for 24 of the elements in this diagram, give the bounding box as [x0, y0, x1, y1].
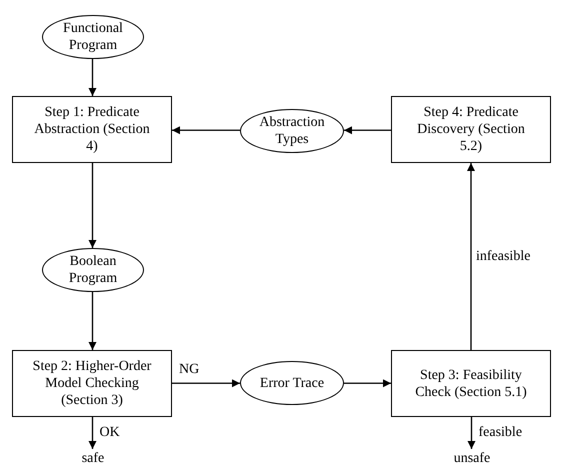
arrow	[88, 59, 96, 96]
process-box	[12, 350, 172, 417]
arrow	[467, 163, 475, 350]
arrow	[172, 126, 240, 134]
node-label: Step 2: Higher-Order Model Checking (Section 3)	[32, 358, 152, 409]
node-label: Error Trace	[260, 374, 324, 392]
arrow	[344, 126, 391, 134]
process-box	[12, 96, 172, 163]
arrow	[468, 417, 476, 449]
process-box	[391, 350, 551, 417]
result-text: unsafe	[446, 449, 498, 467]
arrow	[88, 163, 96, 248]
node-label: Abstraction Types	[258, 114, 326, 148]
arrow	[88, 292, 96, 350]
arrow	[344, 379, 391, 388]
process-box	[391, 96, 551, 163]
node-label: Step 4: Predicate Discovery (Section 5.2)	[416, 104, 526, 155]
node-label: Step 3: Feasibility Check (Section 5.1)	[414, 366, 528, 400]
node-label: Step 1: Predicate Abstraction (Section 4)	[33, 104, 151, 155]
node-label: Boolean Program	[68, 253, 118, 287]
arrow	[172, 379, 240, 388]
node-label: Functional Program	[62, 20, 124, 54]
result-text: safe	[73, 449, 113, 467]
arrow	[88, 417, 96, 449]
